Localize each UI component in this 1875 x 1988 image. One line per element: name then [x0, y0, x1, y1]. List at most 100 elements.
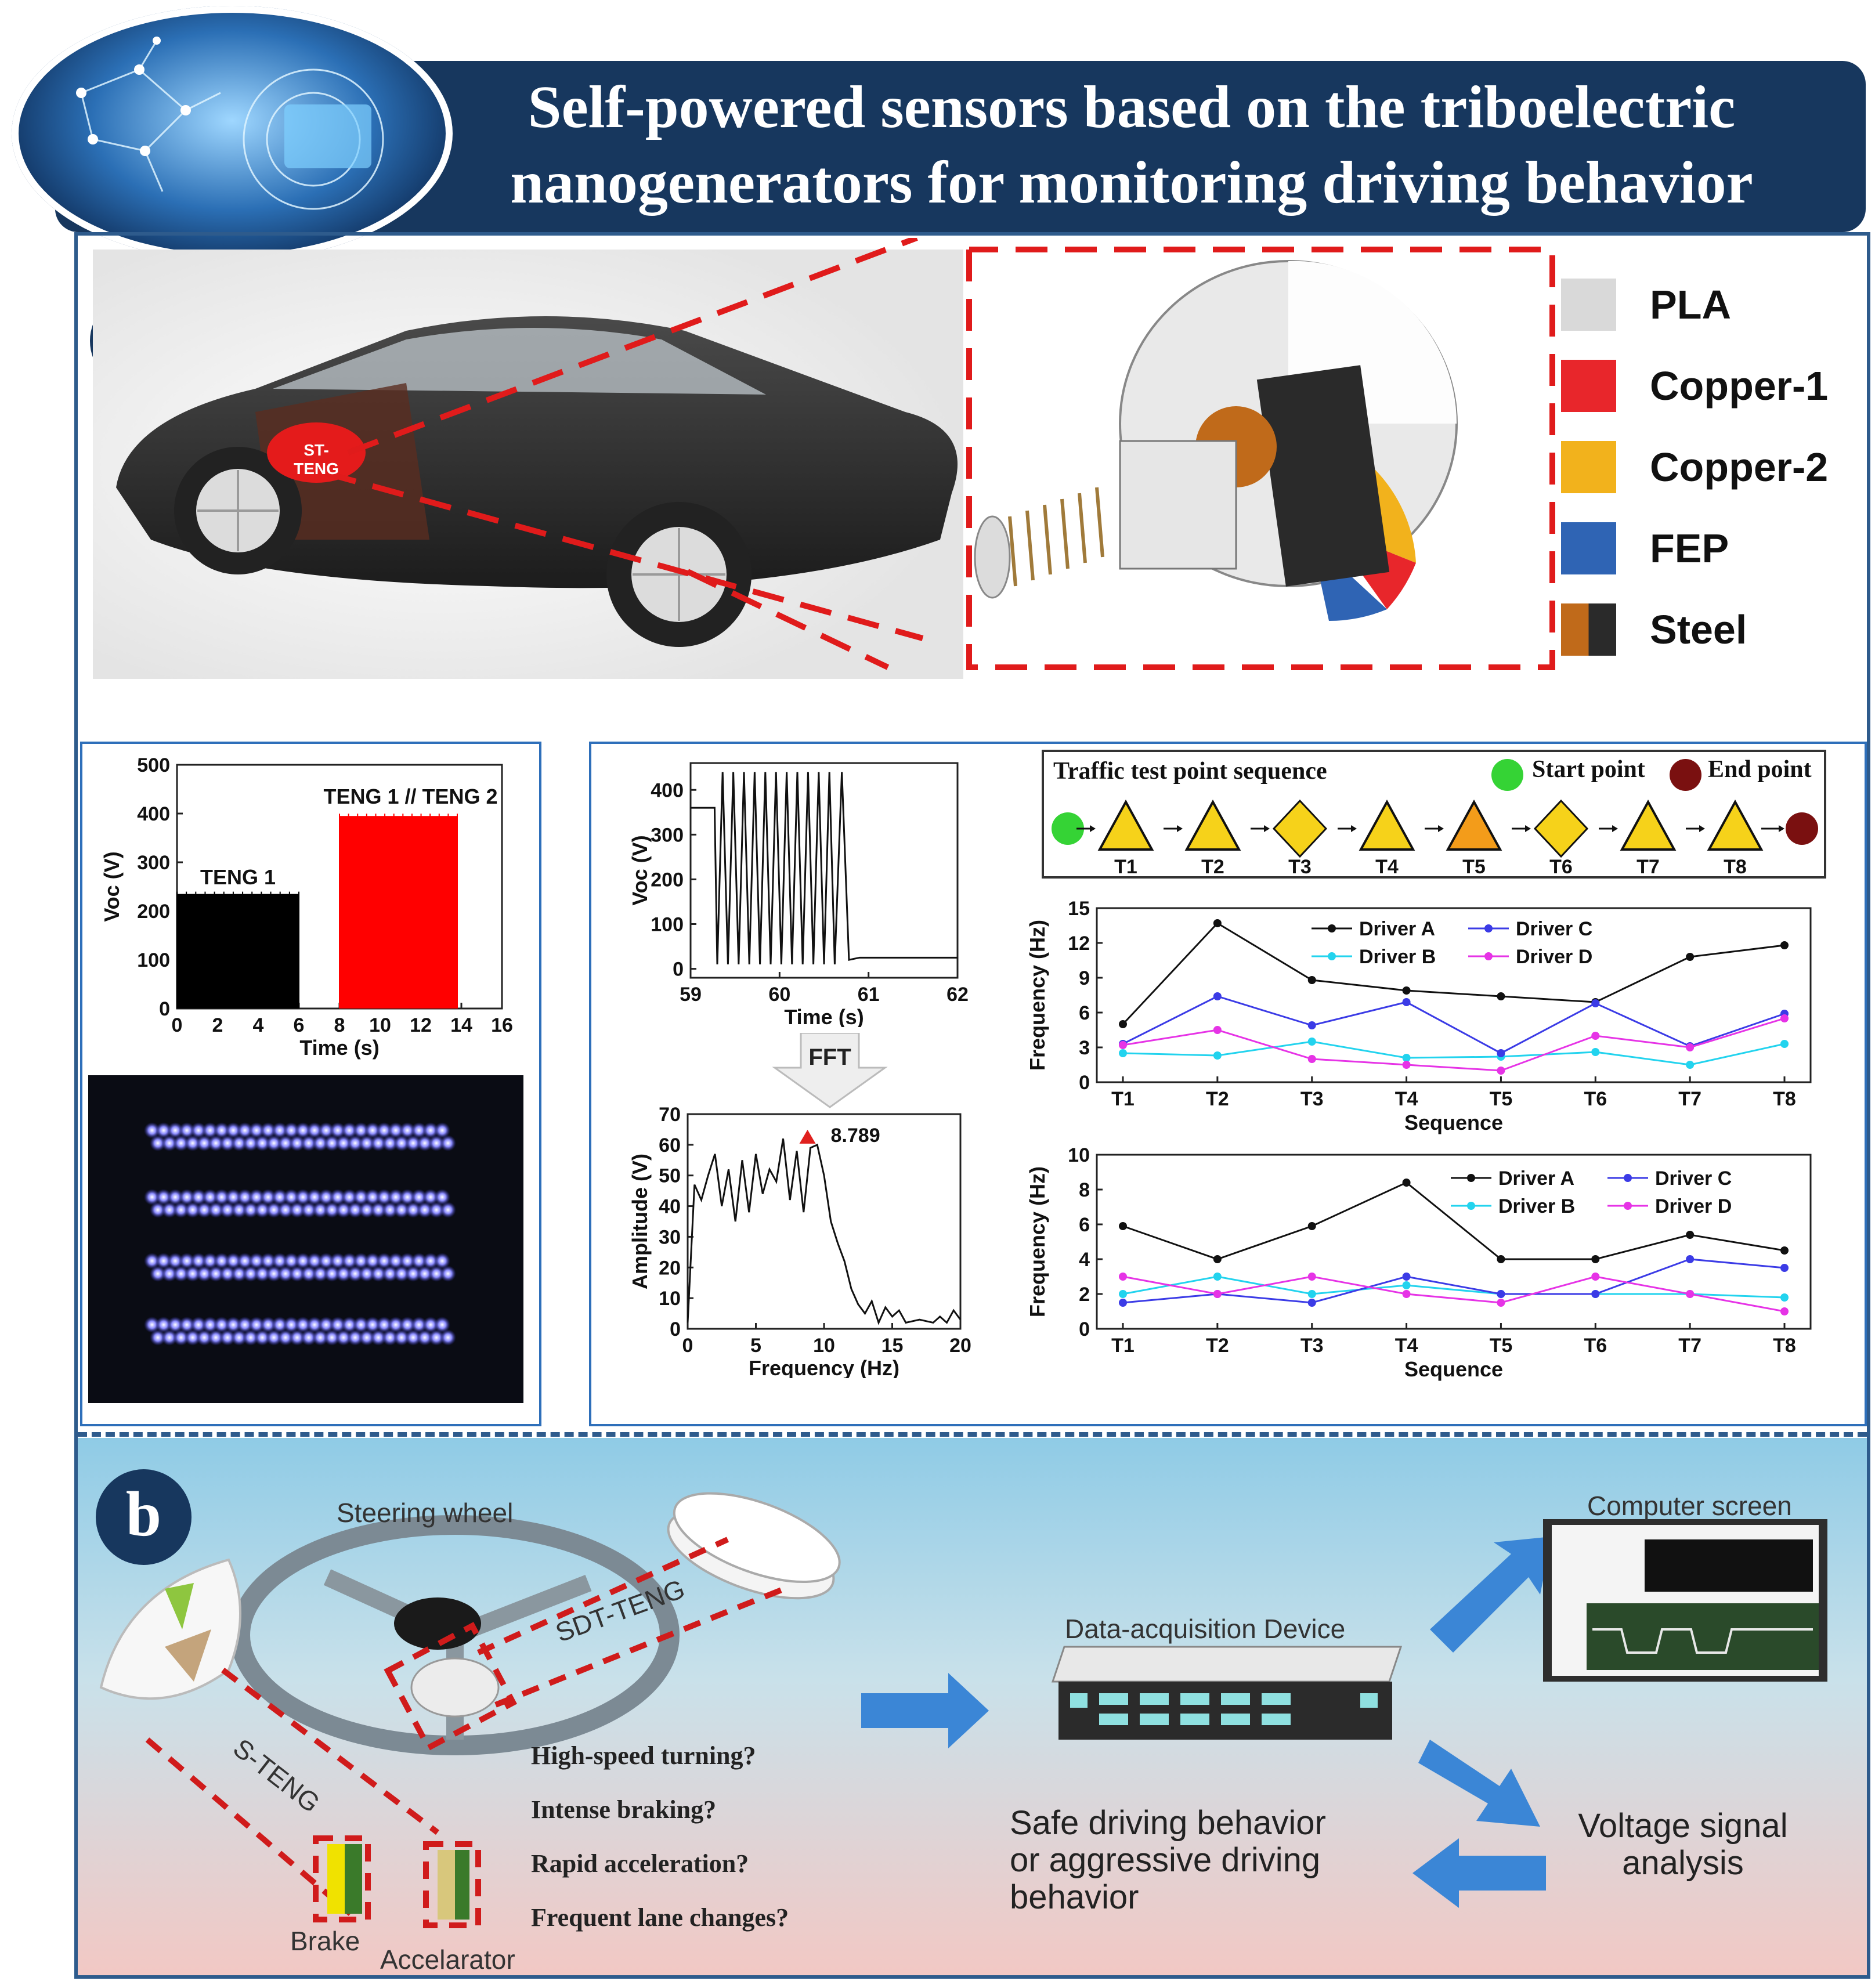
- fft-x-tick-label: 15: [881, 1335, 904, 1357]
- led-dot: [434, 1317, 450, 1333]
- legend-label-driver-b: Driver B: [1498, 1195, 1575, 1217]
- led-dot: [353, 1253, 369, 1269]
- fft-y-tick-label: 10: [659, 1288, 681, 1310]
- freq3-y-tick-label: 12: [1068, 932, 1090, 955]
- fft-x-tick-label: 20: [949, 1335, 971, 1357]
- freq3-y-tick-label: 0: [1079, 1072, 1090, 1094]
- panel-b-illustration: [99, 1492, 1827, 1928]
- data-point: [1591, 1048, 1600, 1056]
- led-dot: [388, 1253, 404, 1269]
- led-dot: [161, 1202, 178, 1218]
- st-teng-label-line-1: ST-: [304, 441, 329, 459]
- fft-peak-marker: [799, 1129, 816, 1144]
- led-dot: [393, 1135, 410, 1151]
- freq4-xlabel: Sequence: [1404, 1357, 1503, 1381]
- led-dot: [341, 1122, 357, 1138]
- data-point: [1497, 1255, 1505, 1263]
- data-point: [1119, 1049, 1127, 1057]
- trace-y-tick-label: 300: [651, 824, 684, 846]
- led-dot: [405, 1135, 421, 1151]
- led-dot: [324, 1135, 340, 1151]
- led-dot: [306, 1122, 323, 1138]
- led-dot: [161, 1329, 178, 1346]
- data-point: [1686, 953, 1695, 961]
- led-dot: [243, 1202, 259, 1218]
- led-dot: [248, 1253, 265, 1269]
- voc-ylabel: Voc (V): [100, 851, 124, 921]
- voc-x-tick-label: 6: [294, 1014, 305, 1036]
- led-dot: [312, 1266, 328, 1282]
- led-dot: [243, 1135, 259, 1151]
- led-dot: [306, 1253, 323, 1269]
- led-dot: [277, 1329, 294, 1346]
- title-line-1: Self-powered sensors based on the triboe…: [528, 74, 1736, 140]
- traffic-sign-T6: [1533, 799, 1589, 858]
- data-point: [1686, 1255, 1695, 1263]
- led-dot: [167, 1122, 183, 1138]
- data-point: [1780, 1014, 1789, 1022]
- led-dot: [243, 1329, 259, 1346]
- led-dot: [277, 1135, 294, 1151]
- st-teng-marker: [267, 422, 366, 483]
- freq4-y-tick-label: 8: [1079, 1179, 1090, 1201]
- led-dot: [393, 1266, 410, 1282]
- legend-marker: [1328, 924, 1336, 932]
- series-line-driver-a: [1122, 922, 1785, 1025]
- led-dot: [179, 1189, 195, 1205]
- led-dot: [185, 1135, 201, 1151]
- annotation-teng1-teng2: TENG 1 // TENG 2: [323, 785, 497, 808]
- led-dot: [283, 1189, 299, 1205]
- led-dot: [399, 1253, 416, 1269]
- legend-label-driver-a: Driver A: [1498, 1168, 1574, 1190]
- led-dot: [277, 1202, 294, 1218]
- led-dot: [190, 1253, 207, 1269]
- led-dot: [231, 1202, 247, 1218]
- led-dot: [190, 1189, 207, 1205]
- led-dot: [289, 1266, 305, 1282]
- led-dot: [359, 1266, 375, 1282]
- led-dot: [318, 1189, 334, 1205]
- led-dot: [283, 1317, 299, 1333]
- led-dot: [318, 1122, 334, 1138]
- title-line-2: nanogenerators for monitoring driving be…: [510, 149, 1753, 216]
- data-point: [1497, 992, 1505, 1000]
- fft-y-tick-label: 20: [659, 1257, 681, 1279]
- computer-screen-drawing: [1543, 1519, 1827, 1682]
- question-rapid-acceleration: Rapid acceleration?: [531, 1849, 749, 1878]
- series-line-driver-d: [1122, 1275, 1785, 1313]
- data-point: [1780, 1246, 1789, 1255]
- s-teng-hemisphere: [99, 1558, 241, 1700]
- brake-label: Brake: [290, 1926, 360, 1956]
- material-legend: PLA Copper-1 Copper-2 FEP Steel: [1561, 264, 1828, 670]
- led-dot: [156, 1253, 172, 1269]
- led-dot: [161, 1135, 178, 1151]
- fft-y-tick-label: 30: [659, 1226, 681, 1248]
- traffic-sign-T1: [1097, 799, 1154, 851]
- voc-y-tick-label: 200: [137, 901, 170, 923]
- led-dot: [318, 1317, 334, 1333]
- plot-frame: [687, 1113, 962, 1330]
- figure-frame: [74, 232, 1870, 1979]
- data-point: [1119, 1299, 1127, 1307]
- freq4-ylabel: Frequency (Hz): [1025, 1166, 1049, 1317]
- led-dot: [179, 1253, 195, 1269]
- led-dot: [237, 1122, 253, 1138]
- fft-x-tick-label: 0: [682, 1335, 693, 1357]
- led-dot: [185, 1202, 201, 1218]
- led-dot: [266, 1135, 282, 1151]
- led-dot: [417, 1329, 433, 1346]
- led-dot: [330, 1189, 346, 1205]
- voc-x-tick-label: 10: [369, 1014, 391, 1036]
- voltage-analysis-line-2: analysis: [1622, 1844, 1744, 1882]
- led-dot: [156, 1122, 172, 1138]
- freq4-x-tick-label: T4: [1395, 1335, 1418, 1357]
- zoom-dashed-lines: [324, 238, 1555, 670]
- data-point: [1307, 1299, 1316, 1307]
- led-dot: [376, 1189, 392, 1205]
- freq3-y-tick-label: 9: [1079, 967, 1090, 989]
- car-cockpit-illustration: [12, 6, 453, 261]
- traffic-label-T4: T4: [1375, 856, 1399, 876]
- legend-label-copper-2: Copper-2: [1650, 444, 1829, 490]
- led-dot: [295, 1317, 311, 1333]
- led-dot: [260, 1189, 276, 1205]
